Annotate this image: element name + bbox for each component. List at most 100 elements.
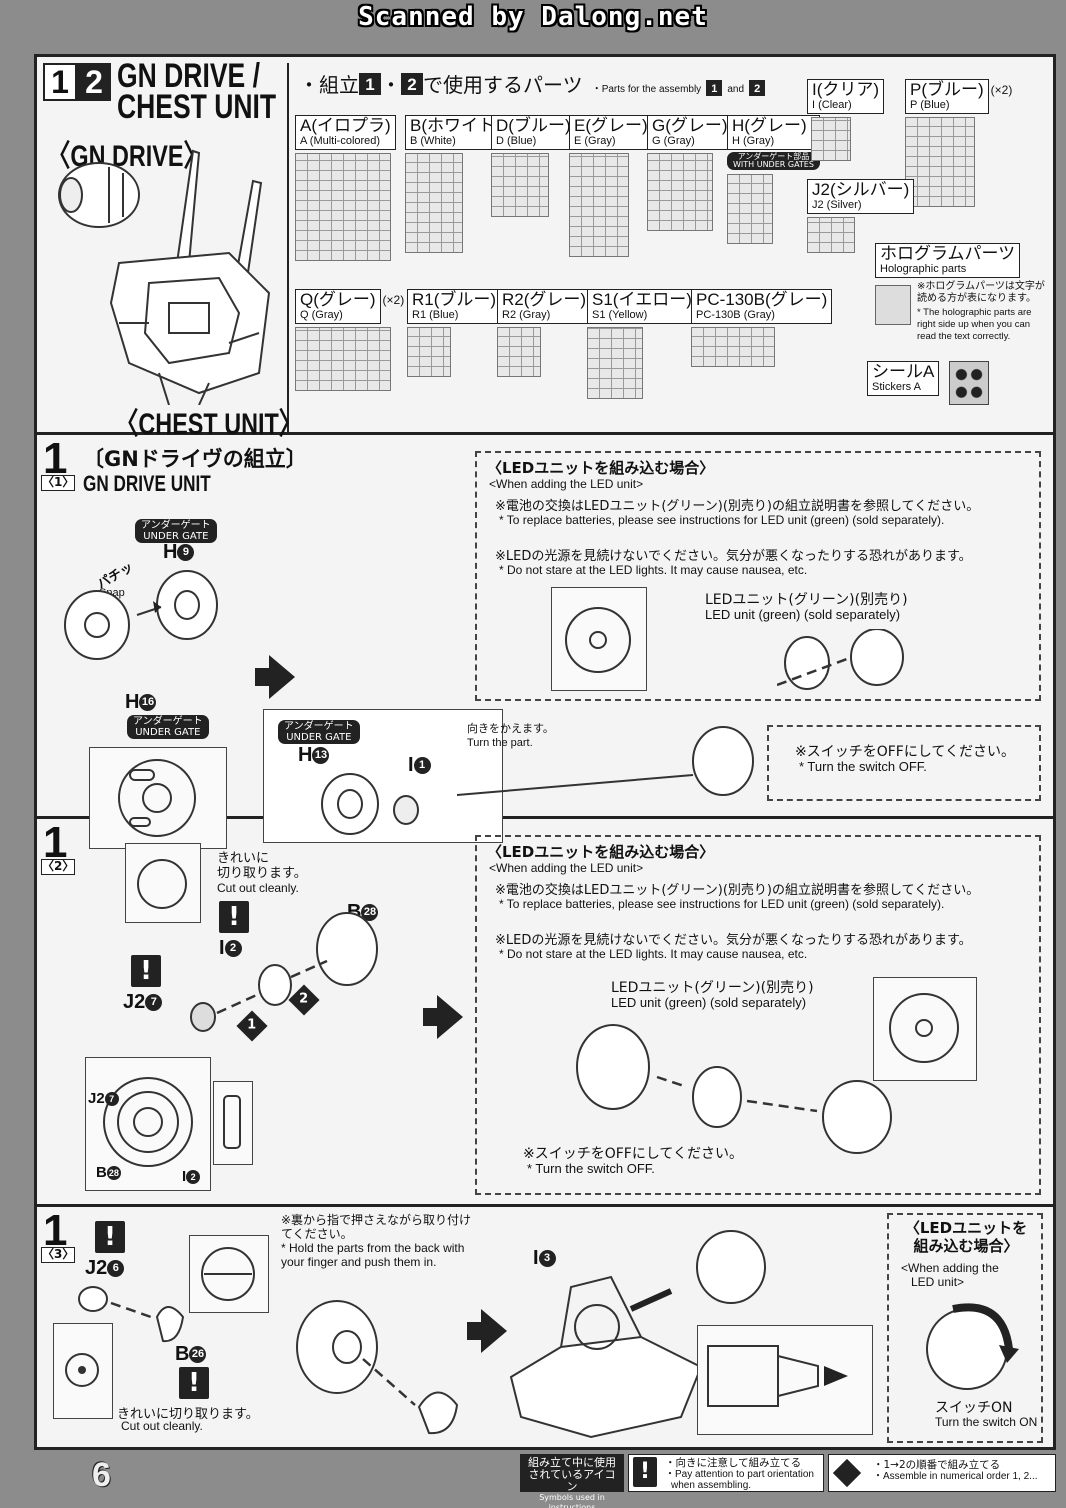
- under-gate-detail: [89, 747, 227, 849]
- turn-note: 向きをかえます。 Turn the part.: [467, 721, 554, 751]
- side-part-detail: [213, 1081, 253, 1165]
- part-runner-b: B(ホワイト)B (White): [405, 115, 506, 253]
- holo-label: ホログラムパーツ: [880, 244, 1016, 263]
- part-runner-e: E(グレー)E (Gray): [569, 115, 653, 257]
- led-title-jp1-3: 〈LEDユニットを: [904, 1219, 1028, 1237]
- step1-3-sub: 〈3〉: [41, 1247, 75, 1263]
- led-note1-jp-1: ※電池の交換はLEDユニット(グリーン)(別売り)の組立説明書を参照してください…: [495, 499, 980, 514]
- hold-note-jp: ※裏から指で押さえながら取り付けてください。: [281, 1213, 472, 1241]
- lbl-i-number: 2: [186, 1170, 201, 1185]
- part-h16-letter: H: [125, 691, 140, 713]
- cut-note-3-en: Cut out cleanly.: [121, 1419, 203, 1433]
- led-title-jp-1: 〈LEDユニットを組み込む場合〉: [487, 459, 715, 477]
- b26-detail: [53, 1323, 113, 1419]
- switch-off-en-1: * Turn the switch OFF.: [799, 759, 927, 774]
- legend-title: 組み立て中に使用 されているアイコン Symbols used in instr…: [520, 1454, 624, 1508]
- part-g-label-en: G (Gray): [652, 135, 695, 147]
- led-option-box-2: 〈LEDユニットを組み込む場合〉 <When adding the LED un…: [475, 835, 1041, 1195]
- part-p-qty: (×2): [990, 83, 1013, 97]
- led-option-box-3: 〈LEDユニットを 組み込む場合〉 <When adding the LED u…: [887, 1213, 1043, 1443]
- led-note2-en-1: * Do not stare at the LED lights. It may…: [499, 563, 808, 577]
- led-note1-en-1: * To replace batteries, please see instr…: [499, 513, 945, 527]
- part-a-label-en: A (Multi-colored): [300, 135, 381, 147]
- led-note1-en-2: * To replace batteries, please see instr…: [499, 897, 945, 911]
- part-h9-number: 9: [177, 544, 195, 562]
- switch-off-en-2: * Turn the switch OFF.: [527, 1161, 655, 1176]
- warning-icon: !: [633, 1457, 657, 1487]
- part-h-gate-tag: アンダーゲート部品: [737, 152, 810, 161]
- holo-note-jp: ※ホログラムパーツは文字が読める方が表になります。: [917, 281, 1045, 304]
- warning-icon: !: [179, 1367, 209, 1399]
- part-j27-number: 7: [145, 994, 163, 1012]
- warning-icon: !: [95, 1221, 125, 1253]
- part-runner-q: Q(グレー)Q (Gray)(×2): [295, 289, 404, 391]
- order-1: 1: [247, 1017, 257, 1033]
- part-runner-r2: R2(グレー)R2 (Gray): [497, 289, 592, 377]
- legend-orient-en1: ・Pay attention to part orientation: [665, 1469, 814, 1480]
- part-s1-label-en: S1 (Yellow): [592, 309, 648, 321]
- switch-off-jp-2: ※スイッチをOFFにしてください。: [523, 1146, 744, 1162]
- legend-order-en: ・Assemble in numerical order 1, 2...: [873, 1471, 1038, 1482]
- lbl-b: B: [96, 1164, 107, 1181]
- parts-heading-en: ・Parts for the assembly: [591, 84, 702, 95]
- arrow-right-icon: [467, 1309, 507, 1353]
- step1-2-number: 1: [43, 818, 68, 867]
- holo-label-en: Holographic parts: [880, 263, 967, 275]
- led-unit-en-2: LED unit (green) (sold separately): [611, 995, 807, 1010]
- part-h-gate-tag-en: WITH UNDER GATES: [733, 160, 814, 169]
- side-view-detail: [697, 1325, 873, 1435]
- part-r1-label: R1(ブルー): [412, 290, 497, 309]
- part-r1-label-en: R1 (Blue): [412, 309, 459, 321]
- gate-tag-top-en: UNDER GATE: [143, 531, 209, 542]
- order-2: 2: [299, 991, 309, 1007]
- part-b26-number: 26: [189, 1346, 207, 1364]
- lbl-b-number: 28: [106, 1166, 121, 1181]
- sticker-label-en: Stickers A: [872, 381, 921, 393]
- parts-heading-step-1: 1: [359, 73, 381, 95]
- part-j2-label: J2(シルバー): [812, 180, 910, 199]
- part-runner-pc130b: PC-130B(グレー)PC-130B (Gray): [691, 289, 833, 367]
- part-q-qty: (×2): [382, 293, 405, 307]
- part-b26-letter: B: [175, 1343, 190, 1365]
- led-title-jp-2: 〈LEDユニットを組み込む場合〉: [487, 843, 715, 861]
- legend-en: Symbols used in instructions: [539, 1493, 605, 1508]
- title-line-1: GN DRIVE /: [117, 57, 260, 95]
- led-title-en-3: <When adding the LED unit>: [901, 1261, 999, 1289]
- part-g-label: G(グレー): [652, 116, 728, 135]
- part-runner-p: P(ブルー)P (Blue)(×2): [905, 79, 1012, 207]
- cut-note: きれいに 切り取ります。 Cut out cleanly.: [217, 851, 307, 896]
- part-e-label-en: E (Gray): [574, 135, 616, 147]
- led-unit-en-1: LED unit (green) (sold separately): [705, 607, 901, 622]
- title-line-2: CHEST UNIT: [117, 88, 277, 126]
- part-i1-number: 1: [413, 757, 431, 775]
- sticker-label: シールA: [872, 362, 935, 381]
- part-i3-number: 3: [538, 1250, 556, 1268]
- step1-3-number: 1: [43, 1206, 68, 1255]
- part-b28-number: 28: [361, 904, 379, 922]
- gate-tag-top-jp: アンダーゲート: [141, 520, 211, 531]
- step-number-1: 1: [43, 63, 77, 101]
- part-d-label-en: D (Blue): [496, 135, 537, 147]
- gn-drive-parts-diagram: [64, 570, 218, 660]
- part-pc-label: PC-130B(グレー): [696, 290, 828, 309]
- part-i1-letter: I: [408, 754, 414, 776]
- part-b-label-en: B (White): [410, 135, 456, 147]
- arrow-right-icon: [255, 655, 295, 699]
- switch-off-jp-1: ※スイッチをOFFにしてください。: [795, 744, 1016, 760]
- part-r2-label: R2(グレー): [502, 290, 587, 309]
- led-title-en-1: <When adding the LED unit>: [489, 477, 644, 491]
- switch-off-box-1: ※スイッチをOFFにしてください。 * Turn the switch OFF.: [767, 725, 1041, 801]
- gate-tag-mid-en: UNDER GATE: [286, 732, 352, 743]
- lbl-j2-number: 7: [104, 1092, 119, 1107]
- legend-order: ・1→2の順番で組み立てる ・Assemble in numerical ord…: [828, 1454, 1056, 1492]
- part-pc-label-en: PC-130B (Gray): [696, 309, 775, 321]
